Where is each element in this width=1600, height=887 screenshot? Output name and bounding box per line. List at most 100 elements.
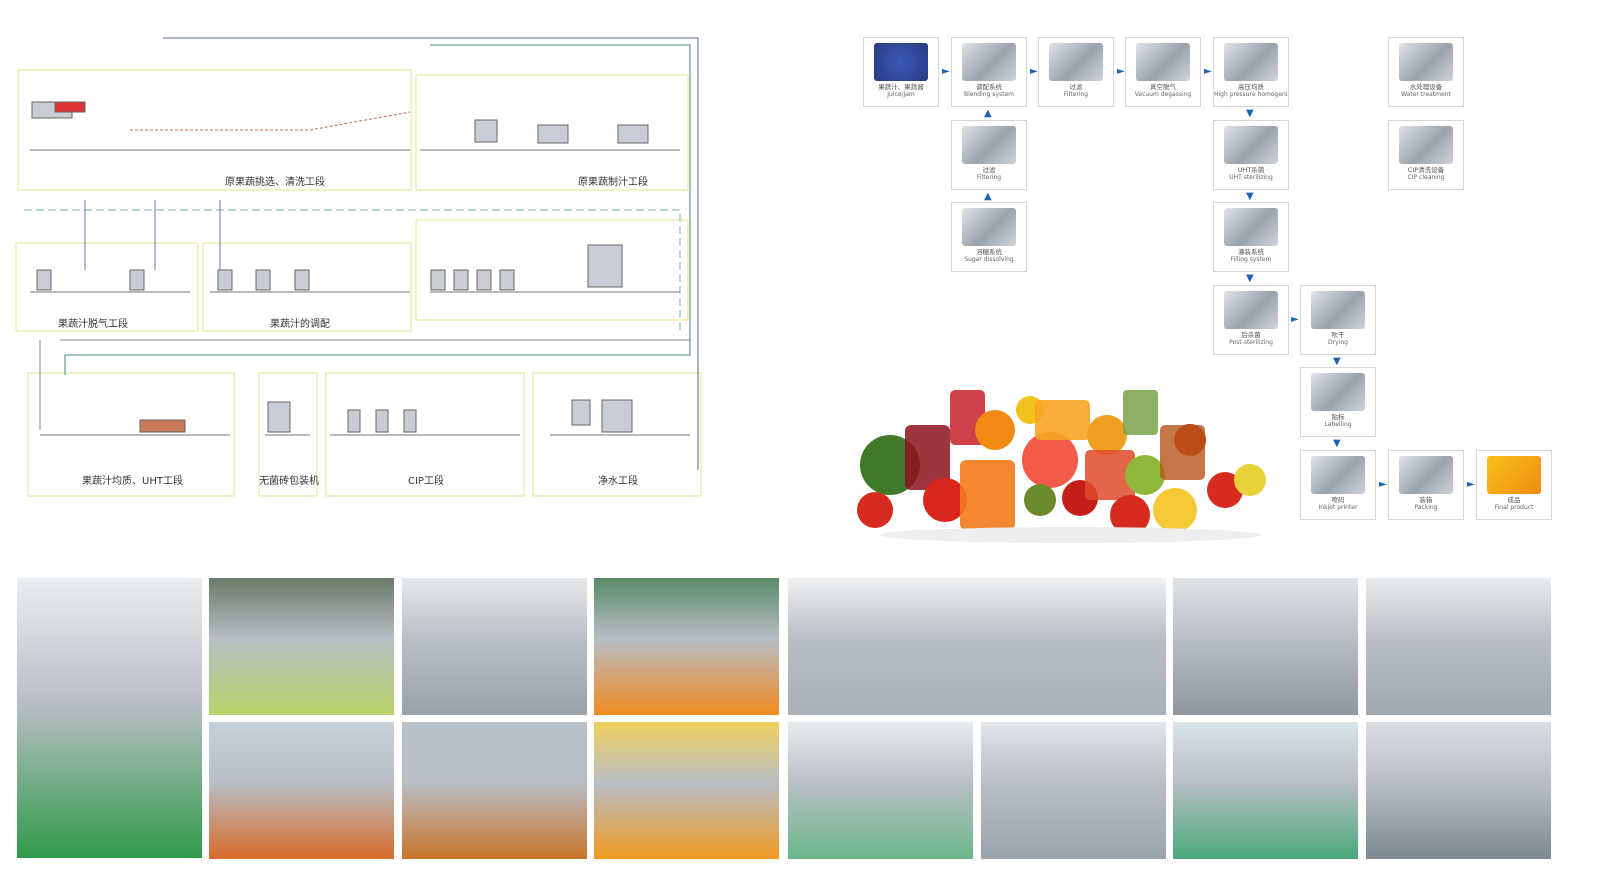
flow-arrow-icon: ▼ — [1246, 273, 1254, 284]
section-label-cip: CIP工段 — [408, 476, 444, 487]
equipment-image — [1049, 43, 1103, 81]
step-label-cn: CIP清洗设备 — [1407, 166, 1445, 174]
flow-arrow-icon: ► — [1379, 479, 1387, 490]
flow-arrow-icon: ▲ — [984, 191, 992, 202]
step-label-en: Packing — [1414, 504, 1438, 511]
step-label-cn: 果蔬汁、果蔬酱 — [878, 83, 924, 91]
step-label-en: Inkjet printer — [1318, 504, 1358, 511]
step-label-en: Final product — [1494, 504, 1534, 511]
equipment-image — [1311, 291, 1365, 329]
factory-photo — [209, 722, 394, 859]
equipment-image — [1311, 373, 1365, 411]
factory-photo — [788, 578, 1166, 715]
fruit-juice-image — [845, 370, 1275, 550]
step-label-cn: 成品 — [1507, 496, 1521, 504]
equipment-image — [1224, 43, 1278, 81]
step-label-cn: 装箱 — [1419, 496, 1433, 504]
flow-arrow-icon: ▲ — [984, 108, 992, 119]
factory-photo — [594, 722, 779, 859]
equipment-image — [1136, 43, 1190, 81]
step-label-cn: UHT杀菌 — [1237, 166, 1265, 174]
step-label-en: Blending system — [964, 91, 1014, 98]
factory-photo — [1173, 722, 1358, 859]
factory-photo — [788, 722, 973, 859]
factory-photo — [402, 578, 587, 715]
step-label-cn: 水处理设备 — [1409, 83, 1443, 91]
flow-arrow-icon: ► — [1467, 479, 1475, 490]
step-label-cn: 溶糖系统 — [976, 248, 1002, 256]
step-label-en: Post-sterilizing — [1229, 339, 1273, 346]
equipment-image — [962, 43, 1016, 81]
step-label-cn: 吹干 — [1331, 331, 1345, 339]
equipment-image — [1399, 126, 1453, 164]
step-label-cn: 后杀菌 — [1241, 331, 1261, 339]
equipment-image — [1399, 43, 1453, 81]
flow-arrow-icon: ► — [1204, 66, 1212, 77]
equipment-image — [1399, 456, 1453, 494]
flow-arrow-icon: ▼ — [1333, 438, 1341, 449]
section-label-water: 净水工段 — [598, 476, 638, 487]
flow-arrow-icon: ► — [1291, 314, 1299, 325]
section-label-aseptic-packer: 无菌砖包装机 — [259, 476, 319, 487]
step-label-en: Vacuum degassing — [1134, 91, 1192, 98]
factory-photo — [1366, 578, 1551, 715]
step-label-en: Water treatment — [1401, 91, 1451, 98]
step-label-cn: 过滤 — [1069, 83, 1083, 91]
equipment-image — [962, 126, 1016, 164]
step-label-cn: 过滤 — [982, 166, 996, 174]
factory-photo — [402, 722, 587, 859]
fruit-illustration — [857, 390, 1266, 543]
factory-photo — [594, 578, 779, 715]
step-label-cn: 喷码 — [1331, 496, 1345, 504]
flow-arrow-icon: ► — [942, 66, 950, 77]
flow-arrow-icon: ► — [1117, 66, 1125, 77]
section-label-washing: 原果蔬挑选、清洗工段 — [225, 177, 325, 188]
section-label-blending: 果蔬汁的调配 — [270, 319, 330, 330]
step-label-en: Labelling — [1324, 421, 1352, 428]
step-label-en: High pressure homogenizing — [1214, 91, 1288, 98]
step-label-en: CIP cleaning — [1407, 174, 1445, 181]
factory-photo — [1173, 578, 1358, 715]
equipment-image — [962, 208, 1016, 246]
factory-photo — [981, 722, 1166, 859]
step-label-en: UHT sterilizing — [1229, 174, 1273, 181]
equipment-image — [1311, 456, 1365, 494]
step-label-en: Juice/Jam — [887, 91, 915, 98]
equipment-image — [874, 43, 928, 81]
section-label-uht: 果蔬汁均质、UHT工段 — [82, 476, 183, 487]
factory-photo — [209, 578, 394, 715]
pipeline-drawing — [15, 37, 702, 497]
step-label-en: Drying — [1328, 339, 1348, 346]
equipment-image — [1224, 208, 1278, 246]
flow-arrow-icon: ▼ — [1333, 356, 1341, 367]
step-label-cn: 真空脱气 — [1150, 83, 1176, 91]
factory-photo — [1366, 722, 1551, 859]
equipment-image — [1224, 126, 1278, 164]
flow-arrow-icon: ► — [1030, 66, 1038, 77]
factory-photo — [17, 578, 202, 858]
step-label-cn: 贴标 — [1331, 413, 1345, 421]
step-label-en: Filtering — [1063, 91, 1089, 98]
equipment-image — [1224, 291, 1278, 329]
process-layout-diagram: 原果蔬挑选、清洗工段 原果蔬制汁工段 果蔬汁脱气工段 果蔬汁的调配 果蔬汁均质、… — [10, 30, 710, 510]
step-label-cn: 调配系统 — [976, 83, 1002, 91]
step-label-en: Sugar dissolving — [964, 256, 1014, 263]
step-label-en: Filtering — [976, 174, 1002, 181]
step-label-en: Filling system — [1230, 256, 1272, 263]
